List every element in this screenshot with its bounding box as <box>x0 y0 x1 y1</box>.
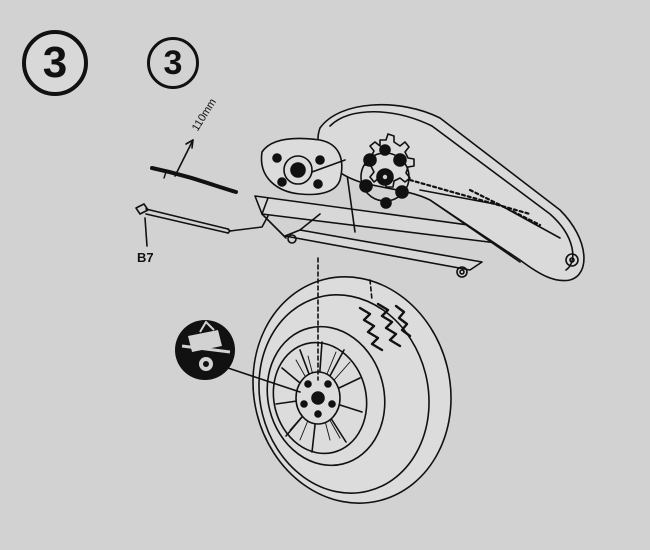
rear-wheel <box>252 257 452 504</box>
leader-line <box>221 365 301 393</box>
part-code-label: B7 <box>137 250 154 265</box>
axle-bolt <box>135 203 269 247</box>
step-number-small-text: 3 <box>163 43 183 82</box>
hub-plate <box>260 137 346 196</box>
step-number-large: 3 <box>22 30 88 96</box>
chain-guard <box>317 103 585 282</box>
cable <box>150 139 238 194</box>
sprocket <box>359 133 415 209</box>
grease-gun-icon <box>175 320 235 380</box>
step-number-large-text: 3 <box>42 38 68 87</box>
cable-length-label: 110mm <box>190 97 219 134</box>
step-number-small: 3 <box>147 37 199 89</box>
